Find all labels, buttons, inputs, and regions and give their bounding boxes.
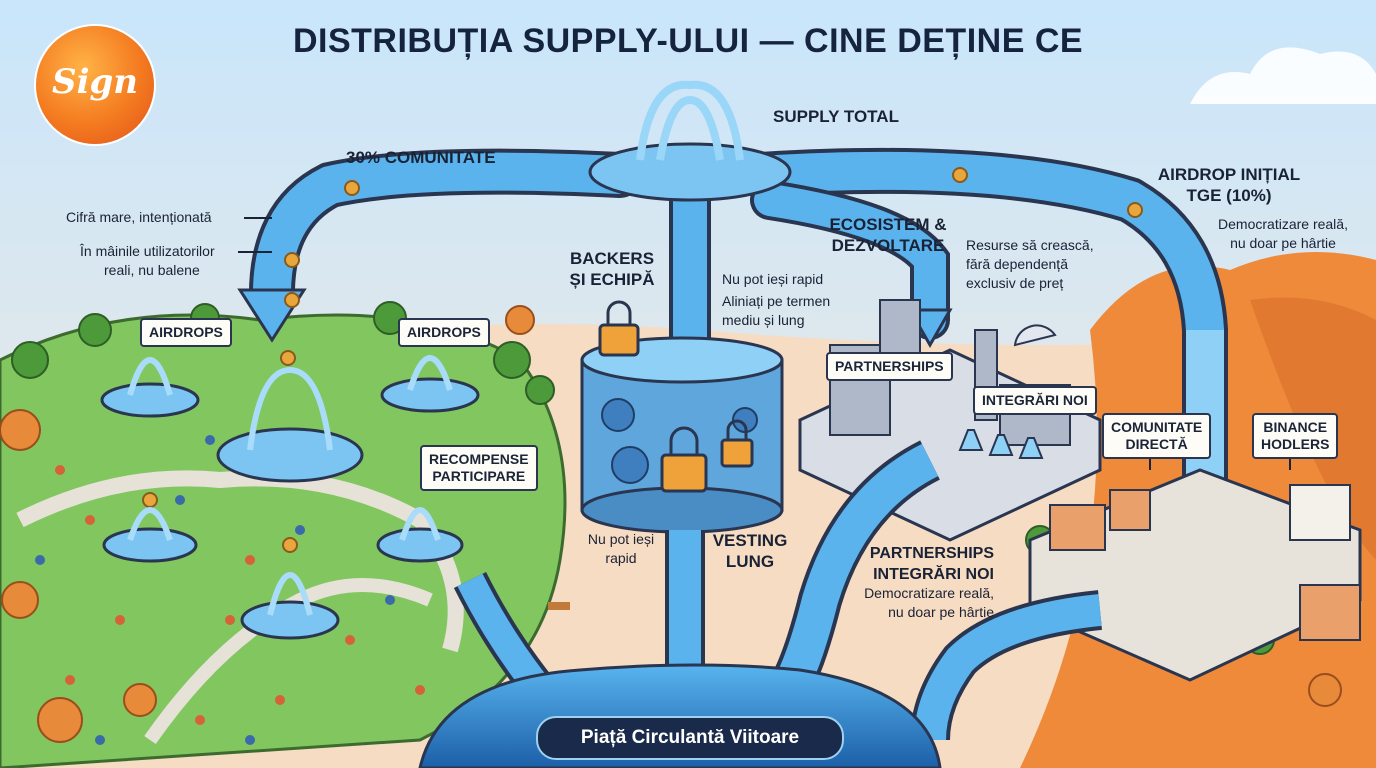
- crowd: [35, 435, 465, 745]
- sign-community-line2: DIRECTĂ: [1125, 436, 1188, 452]
- ecosystem-label-line1: ECOSISTEM &: [829, 215, 947, 234]
- gears: [601, 398, 758, 484]
- satellite-dish: [1013, 324, 1057, 347]
- ecosystem-note-line2: fără dependență: [966, 256, 1068, 272]
- sign-rewards-line2: PARTICIPARE: [432, 468, 526, 484]
- vault-bottom: [580, 486, 784, 534]
- park-path: [16, 470, 464, 653]
- vesting-line1: VESTING: [712, 531, 788, 550]
- sign-airdrops-left: AIRDROPS: [140, 318, 232, 347]
- sign-binance-line2: HODLERS: [1261, 436, 1330, 452]
- sign-partnerships: PARTNERSHIPS: [826, 352, 953, 381]
- airdrop-note1: Democratizare reală,: [1218, 216, 1348, 232]
- source-fountain-jets: [636, 80, 744, 161]
- sign-new-integrations: INTEGRĂRI NOI: [973, 386, 1097, 415]
- page-title: DISTRIBUȚIA SUPPLY-ULUI — CINE DEȚINE CE: [292, 22, 1084, 60]
- ecosystem-bottom-note2: nu doar pe hârtie: [888, 604, 994, 620]
- ecosystem-label: ECOSISTEM & DEZVOLTARE: [822, 214, 954, 256]
- ecosystem-bottom-line1: PARTNERSHIPS: [869, 545, 994, 562]
- sign-direct-community: COMUNITATE DIRECTĂ: [1102, 413, 1212, 459]
- ecosystem-note-line1: Resurse să crească,: [966, 237, 1094, 253]
- backers-note3-line2: rapid: [605, 550, 637, 566]
- community-note-intentional: Cifră mare, intenționată: [66, 209, 212, 225]
- backers-label: BACKERS ȘI ECHIPĂ: [564, 248, 660, 290]
- circulating-market-label: Piață Circulantă Viitoare: [536, 716, 844, 760]
- dog: [548, 602, 570, 610]
- vesting-line2: LUNG: [725, 552, 775, 571]
- padlocks: [598, 300, 754, 493]
- source-fountain-basin: [588, 142, 792, 202]
- vesting-label: VESTING LUNG: [708, 530, 792, 572]
- logo-text: Sign: [52, 62, 138, 102]
- backers-note-aligned-line1: Aliniați pe termen: [722, 293, 831, 309]
- airdrop-label-line2: TGE (10%): [1186, 186, 1272, 205]
- park-fountains: [100, 377, 480, 640]
- sign-participation-rewards: RECOMPENSE PARTICIPARE: [420, 445, 538, 491]
- ecosystem-note-line3: exclusiv de preț: [966, 275, 1064, 291]
- flasks: [958, 429, 1044, 459]
- ecosystem-note: Resurse să crească, fără dependență excl…: [966, 236, 1094, 293]
- backers-note-exit-bottom: Nu pot ieși rapid: [580, 530, 662, 568]
- park-fountain-jets: [127, 354, 453, 616]
- cloud: [1190, 47, 1376, 104]
- airdrop-label-line1: AIRDROP INIȚIAL: [1157, 165, 1301, 184]
- backers-note-exit: Nu pot ieși rapid: [722, 271, 824, 287]
- supply-total-label: SUPPLY TOTAL: [773, 107, 899, 126]
- sign-rewards-line1: RECOMPENSE: [429, 451, 529, 467]
- supply-pipes: [248, 147, 1228, 381]
- sign-community-line1: COMUNITATE: [1111, 419, 1203, 435]
- ecosystem-bottom-line2: INTEGRĂRI NOI: [873, 566, 994, 583]
- community-share-label: 30% COMUNITATE: [346, 148, 496, 167]
- backers-note3-line1: Nu pot ieși: [587, 531, 655, 547]
- sign-airdrops-right: AIRDROPS: [398, 318, 490, 347]
- sign-binance-line1: BINANCE: [1263, 419, 1328, 435]
- town-river: [914, 594, 1102, 741]
- ecosystem-bottom-note1: Democratizare reală,: [864, 585, 994, 601]
- backers-label-line1: BACKERS: [569, 249, 655, 268]
- airdrop-note: Democratizare reală, nu doar pe hârtie: [1200, 215, 1366, 253]
- sign-logo: Sign: [36, 26, 154, 144]
- autumn-trees: [0, 305, 1342, 743]
- ecosystem-label-line2: DEZVOLTARE: [831, 236, 945, 255]
- community-note-users-line2: reali, nu balene: [104, 262, 200, 278]
- airdrop-note2: nu doar pe hârtie: [1230, 235, 1336, 251]
- backers-label-line2: ȘI ECHIPĂ: [569, 270, 655, 289]
- airdrop-label: AIRDROP INIȚIAL TGE (10%): [1136, 164, 1322, 206]
- sign-binance-hodlers: BINANCE HODLERS: [1252, 413, 1339, 459]
- backers-note-aligned-line2: mediu și lung: [722, 312, 805, 328]
- ecosystem-bottom-label: PARTNERSHIPS INTEGRĂRI NOI: [864, 543, 994, 585]
- trees: [11, 301, 1275, 655]
- community-note-users-line1: În mâinile utilizatorilor: [80, 243, 215, 259]
- ecosystem-bottom-note: Democratizare reală, nu doar pe hârtie: [840, 584, 994, 622]
- town-buildings: [1049, 484, 1361, 641]
